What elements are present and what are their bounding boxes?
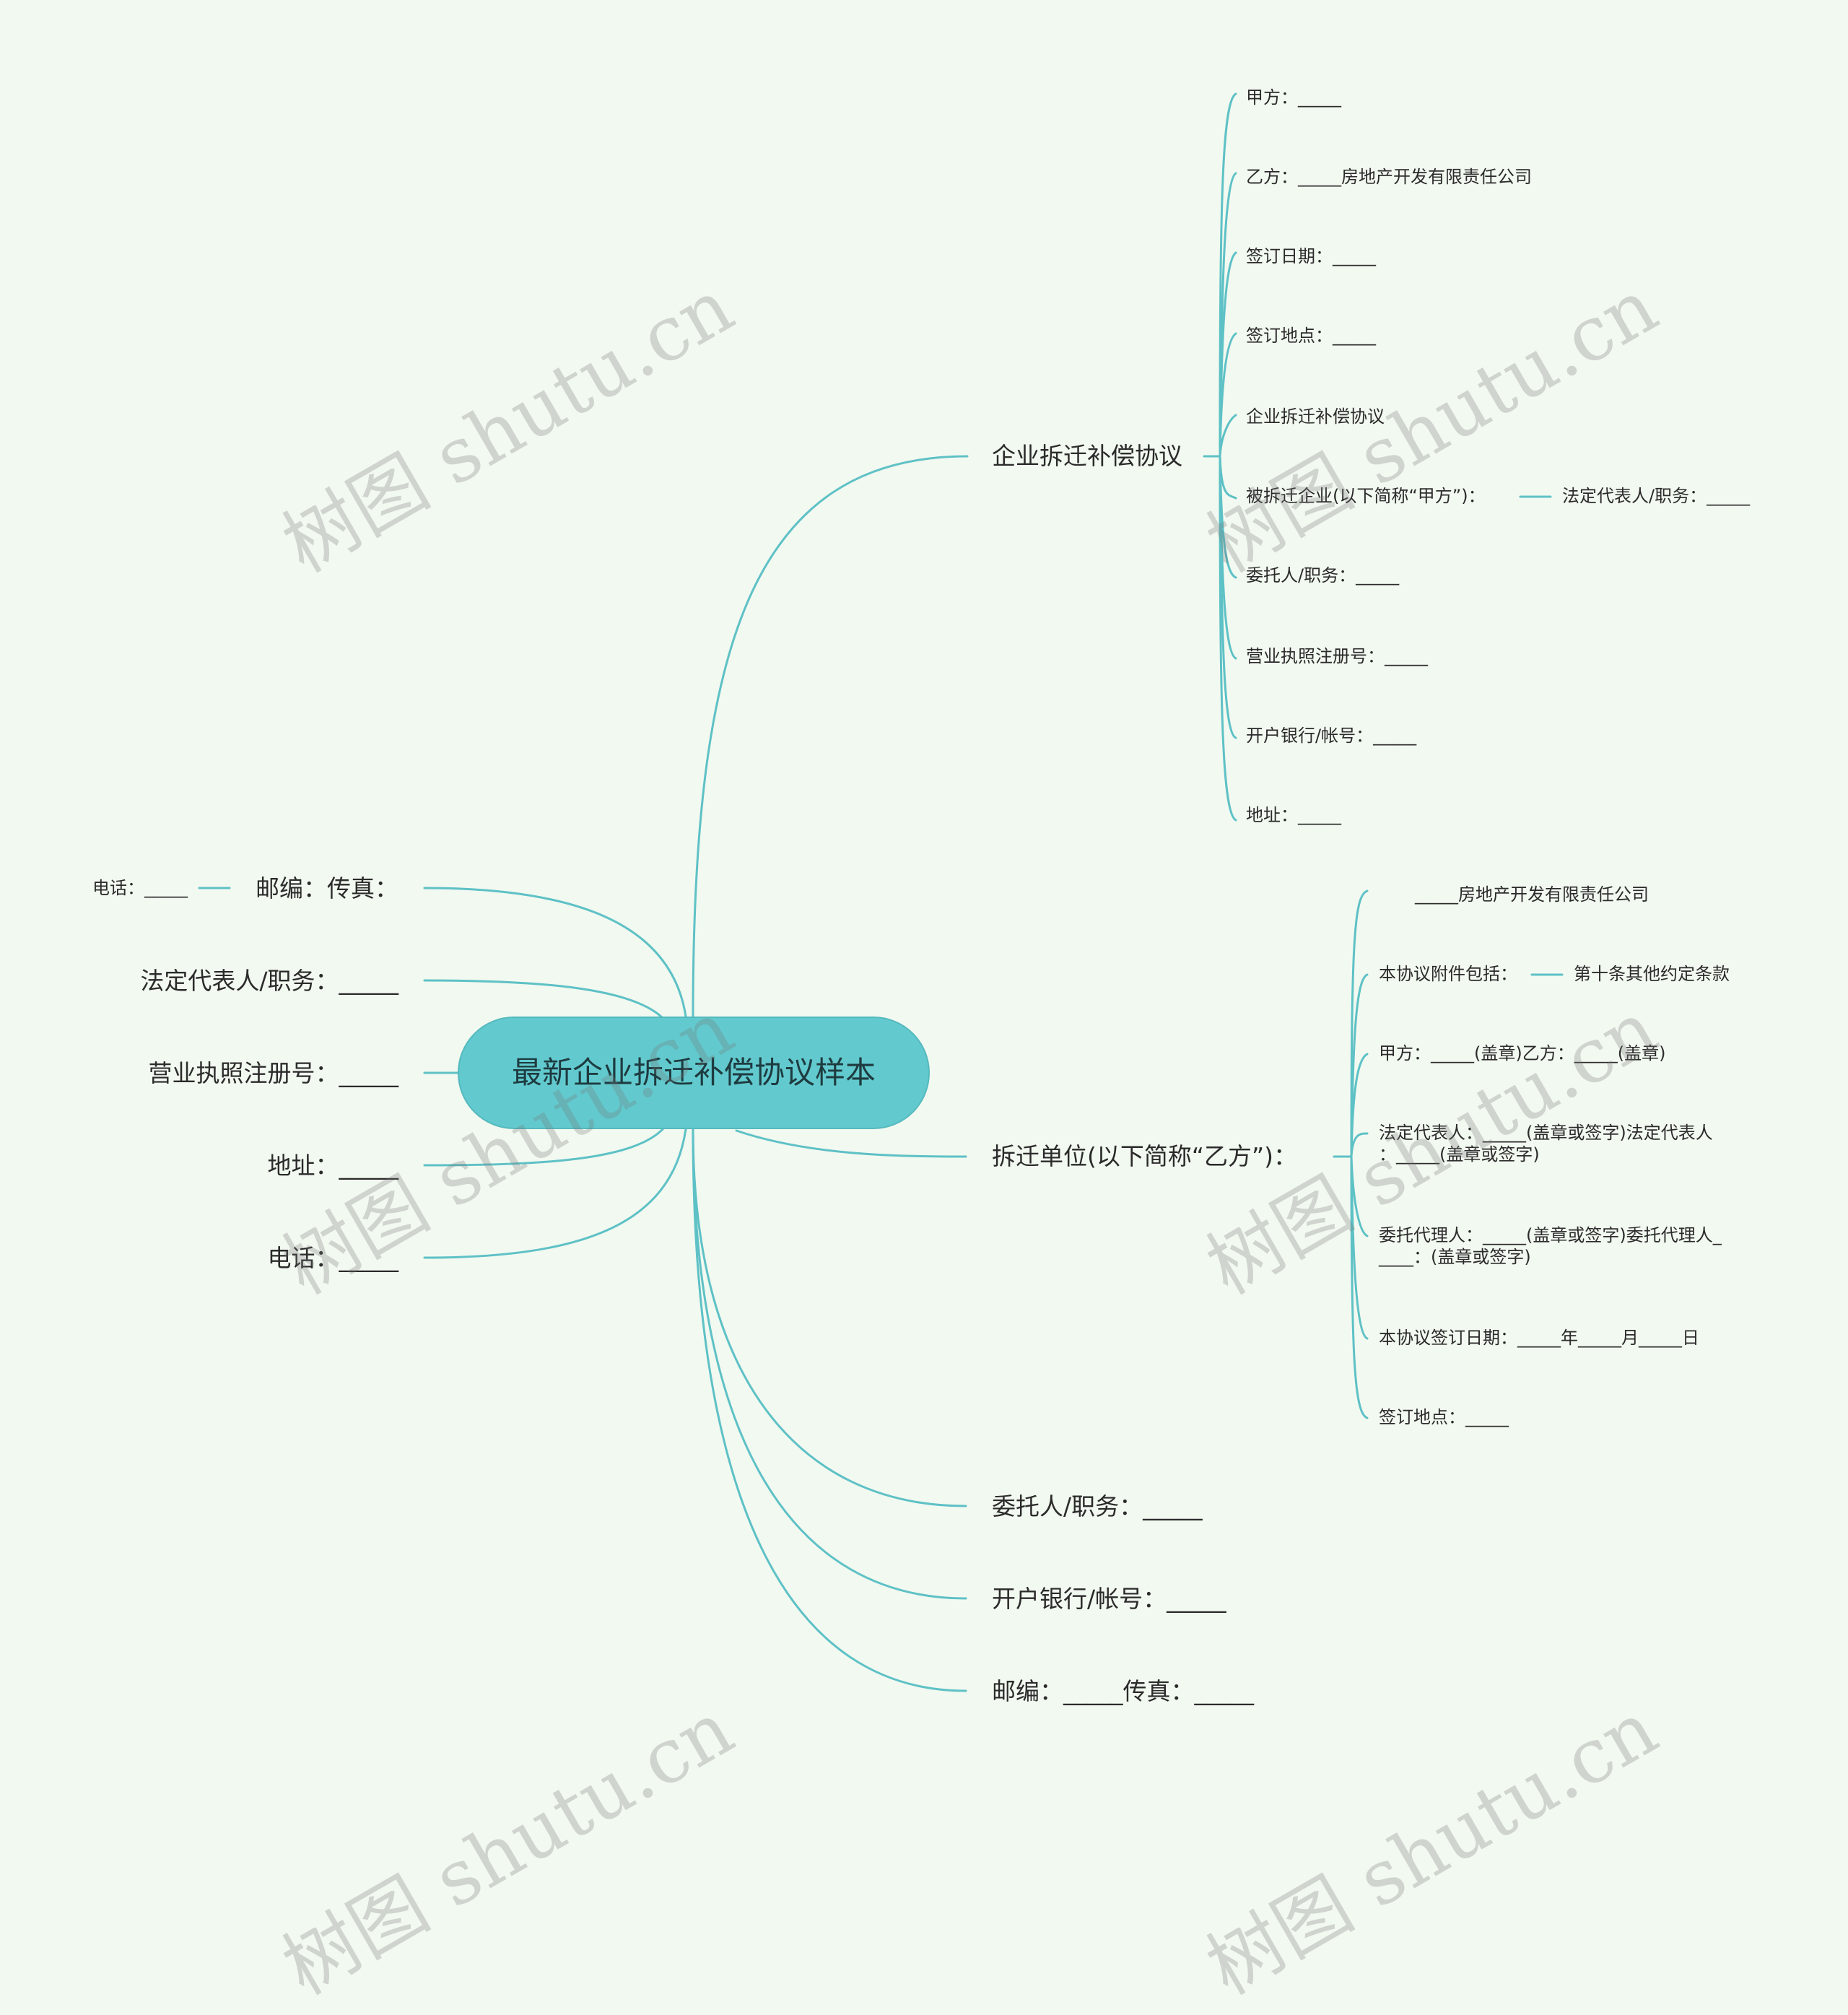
unit-item-label: 本协议附件包括： [1379, 964, 1517, 984]
link-agreement [692, 455, 969, 1018]
unit-item-label: _____房地产开发有限责任公司 [1415, 884, 1649, 905]
branch-left-label: 电话：_____ [267, 1244, 399, 1272]
unit-item[interactable]: 甲方：_____(盖章)乙方：_____(盖章) [1379, 1043, 1665, 1064]
link-unit [735, 1129, 967, 1158]
agreement-item[interactable]: 地址：_____ [1246, 804, 1341, 826]
link-right-extra-1 [692, 1128, 967, 1507]
agreement-item-label: 地址：_____ [1246, 805, 1341, 825]
branch-right-extra[interactable]: 委托人/职务：_____ [992, 1492, 1203, 1521]
unit-item-label: 签订地点：_____ [1379, 1407, 1509, 1427]
branch-unit[interactable]: 拆迁单位(以下简称“乙方”)： [992, 1141, 1297, 1171]
unit-item[interactable]: 本协议签订日期：_____年_____月_____日 [1379, 1327, 1699, 1349]
agreement-grandchild[interactable]: 法定代表人/职务：_____ [1562, 485, 1750, 507]
agreement-item[interactable]: 企业拆迁补偿协议 [1246, 406, 1385, 427]
unit-item-label: ：_____(盖章或签字) [1379, 1144, 1540, 1165]
agreement-item[interactable]: 营业执照注册号：_____ [1246, 645, 1428, 667]
link-right-extra-3 [692, 1128, 967, 1692]
agreement-item-label: 企业拆迁补偿协议 [1246, 406, 1385, 427]
branch-left-label: 营业执照注册号：_____ [148, 1059, 399, 1087]
branch-unit-label: 拆迁单位(以下简称“乙方”)： [992, 1142, 1297, 1170]
left-grandchild-label: 电话：_____ [92, 878, 188, 898]
branch-left[interactable]: 电话：_____ [268, 1243, 399, 1273]
link-left-4 [423, 1126, 666, 1167]
agreement-item[interactable]: 乙方：_____房地产开发有限责任公司 [1246, 166, 1532, 188]
connector-lines [198, 92, 1564, 1692]
branch-left[interactable]: 法定代表人/职务：_____ [140, 966, 398, 996]
unit-item-label: 法定代表人：_____(盖章或签字)法定代表人 [1379, 1123, 1713, 1143]
agreement-item[interactable]: 被拆迁企业(以下简称“甲方”)： [1246, 485, 1486, 507]
root-title: 最新企业拆迁补偿协议样本 [511, 1055, 876, 1090]
mind-map-canvas: 最新企业拆迁补偿协议样本 企业拆迁补偿协议 甲方：_____ 乙方：_____房… [92, 87, 1750, 2011]
branch-right-extra-label: 邮编：_____传真：_____ [992, 1677, 1254, 1705]
unit-item-label: 甲方：_____(盖章)乙方：_____(盖章) [1379, 1043, 1666, 1063]
unit-item[interactable]: 签订地点：_____ [1379, 1406, 1509, 1428]
unit-item-label: ____：(盖章或签字) [1379, 1247, 1531, 1267]
branch-left-label: 法定代表人/职务：_____ [140, 967, 398, 995]
link-left-1 [423, 887, 687, 1018]
unit-grandchild[interactable]: 第十条其他约定条款 [1574, 963, 1730, 985]
agreement-item[interactable]: 开户银行/帐号：_____ [1246, 725, 1416, 747]
branch-agreement-label: 企业拆迁补偿协议 [992, 442, 1182, 470]
root-node[interactable]: 最新企业拆迁补偿协议样本 [458, 1017, 930, 1129]
agreement-grandchild-label: 法定代表人/职务：_____ [1562, 486, 1751, 506]
branch-left-label: 邮编：传真： [256, 874, 398, 902]
unit-item[interactable]: 法定代表人：_____(盖章或签字)法定代表人 ：_____(盖章或签字) [1379, 1122, 1713, 1165]
unit-item-label: 委托代理人：_____(盖章或签字)委托代理人_ [1379, 1225, 1722, 1245]
agreement-item[interactable]: 签订日期：_____ [1246, 245, 1376, 267]
agreement-item-label: 签订日期：_____ [1246, 246, 1376, 266]
branch-right-extra[interactable]: 邮编：_____传真：_____ [992, 1676, 1254, 1706]
agreement-item-label: 签订地点：_____ [1246, 326, 1376, 346]
agreement-item[interactable]: 签订地点：_____ [1246, 325, 1376, 347]
agreement-item-label: 被拆迁企业(以下简称“甲方”)： [1246, 486, 1486, 506]
agreement-item-label: 营业执照注册号：_____ [1246, 646, 1428, 666]
agreement-item-label: 开户银行/帐号：_____ [1246, 726, 1417, 746]
branch-right-extra-label: 开户银行/帐号：_____ [992, 1585, 1226, 1613]
agreement-item-label: 乙方：_____房地产开发有限责任公司 [1246, 167, 1532, 187]
branch-left[interactable]: 地址：_____ [268, 1151, 399, 1180]
unit-item[interactable]: 本协议附件包括： [1379, 963, 1517, 985]
branch-left-label: 地址：_____ [267, 1152, 399, 1180]
branch-agreement[interactable]: 企业拆迁补偿协议 [992, 441, 1182, 471]
link-left-2 [423, 979, 666, 1021]
agreement-item[interactable]: 甲方：_____ [1246, 87, 1341, 108]
link-left-5 [423, 1128, 687, 1259]
unit-item-label: 本协议签订日期：_____年_____月_____日 [1379, 1328, 1699, 1348]
left-grandchild[interactable]: 电话：_____ [92, 877, 188, 899]
unit-grandchild-label: 第十条其他约定条款 [1574, 964, 1730, 984]
agreement-item-label: 甲方：_____ [1246, 87, 1341, 108]
branch-right-extra-label: 委托人/职务：_____ [992, 1492, 1203, 1520]
branch-right-extra[interactable]: 开户银行/帐号：_____ [992, 1584, 1226, 1614]
branch-left[interactable]: 邮编：传真： [256, 874, 398, 903]
agreement-item-label: 委托人/职务：_____ [1246, 565, 1400, 586]
branch-left[interactable]: 营业执照注册号：_____ [149, 1058, 399, 1088]
link-right-extra-2 [692, 1128, 967, 1600]
agreement-item[interactable]: 委托人/职务：_____ [1246, 565, 1399, 586]
unit-item[interactable]: 委托代理人：_____(盖章或签字)委托代理人_ ____：(盖章或签字) [1379, 1224, 1722, 1268]
unit-item[interactable]: _____房地产开发有限责任公司 [1415, 884, 1649, 905]
